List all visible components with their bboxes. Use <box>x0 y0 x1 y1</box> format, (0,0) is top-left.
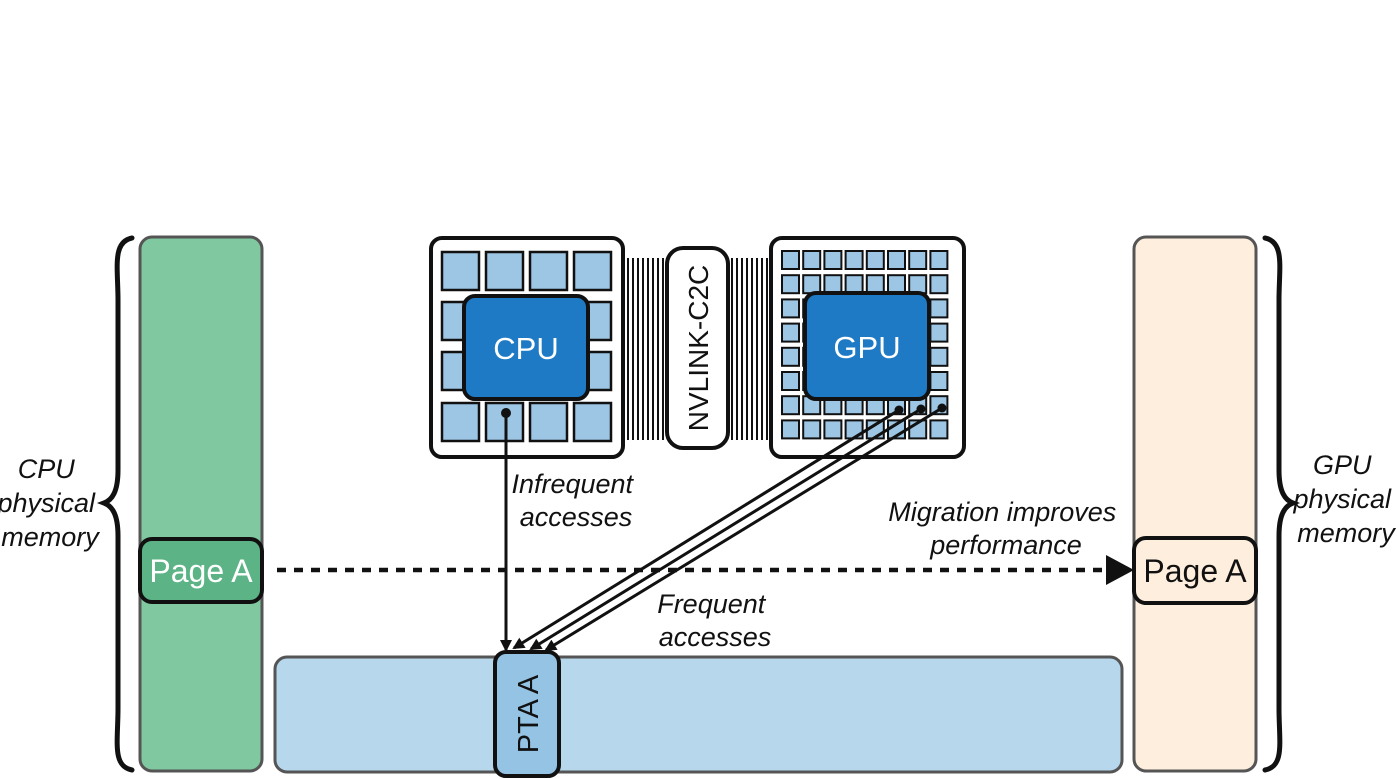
cpu-memory-label: CPU physical memory <box>0 454 103 552</box>
gpu-cell <box>844 274 864 295</box>
gpu-cell <box>844 250 864 270</box>
infrequent-accesses-label: Infrequent accesses <box>511 469 640 532</box>
gpu-cell <box>887 250 906 270</box>
gpu-memory-column <box>1132 235 1258 773</box>
cpu-memory-column <box>138 235 264 773</box>
nvlink-label: NVLINK-C2C <box>683 265 714 431</box>
gpu-chip: GPU <box>769 236 966 459</box>
gpu-cell <box>781 322 800 343</box>
frequent-access-arrow-2 <box>529 407 922 651</box>
gpu-cell <box>823 274 843 295</box>
gpu-cell <box>802 274 822 295</box>
gpu-label: GPU <box>833 330 900 365</box>
gpu-cell <box>781 419 800 440</box>
cpu-cell <box>572 401 613 443</box>
gpu-cell <box>781 346 800 367</box>
gpu-memory-label: GPU physical memory <box>1292 450 1397 548</box>
cpu-chip: CPU <box>429 236 625 459</box>
gpu-cell <box>908 250 928 270</box>
migration-arrowhead <box>1106 555 1134 585</box>
gpu-cell <box>887 274 906 295</box>
gpu-cell <box>929 274 949 295</box>
gpu-cell <box>929 250 949 270</box>
frequent-accesses-label: Frequent accesses <box>657 589 773 652</box>
pta-a-entry <box>493 650 561 778</box>
nvlink-lines-right <box>731 258 768 440</box>
gpu-cell <box>929 419 949 440</box>
cpu-page-a-label: Page A <box>149 553 253 589</box>
nvlink-c2c: NVLINK-C2C <box>665 246 730 450</box>
gpu-cell <box>802 250 822 270</box>
cpu-cell <box>440 250 481 292</box>
gpu-cell <box>781 250 800 270</box>
gpu-cell <box>823 419 843 440</box>
gpu-cell <box>823 250 843 270</box>
cpu-cell <box>484 250 525 292</box>
gpu-cell <box>929 371 949 391</box>
gpu-cell <box>908 274 928 295</box>
page-table-bar <box>273 655 1124 774</box>
cpu-label: CPU <box>493 331 558 366</box>
cpu-core <box>462 294 590 401</box>
gpu-cell <box>865 250 885 270</box>
gpu-cell <box>781 371 800 391</box>
cpu-page-a <box>138 537 264 604</box>
gpu-cell <box>781 274 800 295</box>
gpu-page-a <box>1132 536 1258 605</box>
cpu-cell <box>572 250 613 292</box>
gpu-chip-cells <box>781 250 949 440</box>
cpu-cell <box>440 401 481 443</box>
nvlink-lines-left <box>627 258 664 440</box>
frequent-access-arrow-1 <box>512 408 900 650</box>
migration-label: Migration improves performance <box>888 497 1124 560</box>
gpu-page-a-label: Page A <box>1143 553 1247 589</box>
gpu-cell <box>929 322 949 343</box>
gpu-cell <box>802 419 822 440</box>
gpu-core <box>803 291 931 401</box>
gpu-cell <box>865 274 885 295</box>
frequent-access-arrow-3 <box>544 406 943 652</box>
pta-a-label: PTA A <box>513 674 545 753</box>
cpu-cell <box>528 401 569 443</box>
gpu-cell <box>781 298 800 319</box>
gpu-memory-brace <box>1262 235 1301 773</box>
gpu-cell <box>781 395 800 416</box>
gpu-cell <box>929 346 949 367</box>
cpu-memory-brace <box>96 235 135 773</box>
cpu-cell <box>528 250 569 292</box>
gpu-cell <box>929 298 949 319</box>
